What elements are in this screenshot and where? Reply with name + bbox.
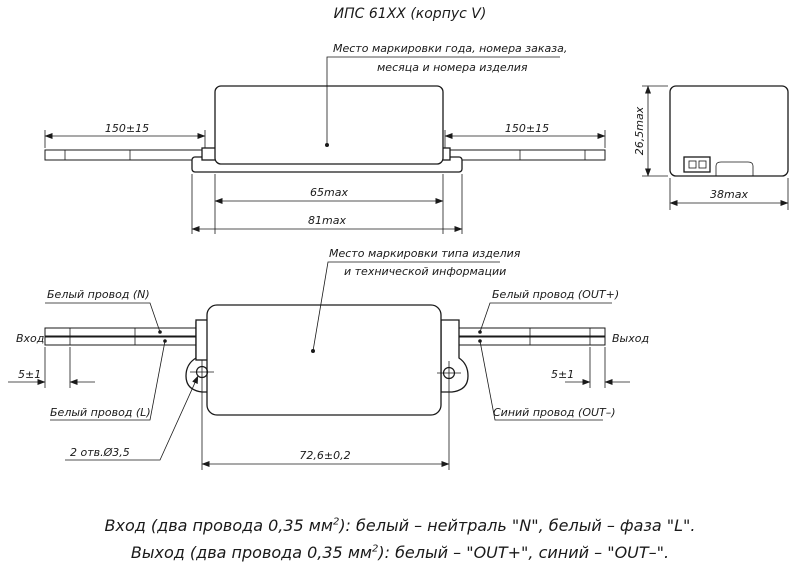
wire-out-plus-leader: [479, 302, 612, 333]
side-housing: [669, 85, 789, 177]
top-marking-note-1: Место маркировки года, номера заказа,: [333, 42, 567, 55]
input-note-a: Вход (два провода 0,35 мм: [104, 516, 333, 535]
output-note-b: ): белый – "OUT+", синий – "OUT–".: [378, 543, 670, 562]
right-mounting-ear: [440, 319, 469, 393]
holes-label: 2 отв.Ø3,5: [70, 446, 130, 459]
top-right-wire: [444, 149, 606, 161]
top-left-wire: [44, 149, 206, 161]
wire-out-minus: [444, 336, 606, 346]
dim-depth: 38max: [710, 188, 748, 201]
dim-hole-spacing: 72,6±0,2: [299, 449, 350, 462]
input-note-sup: 2: [332, 516, 340, 528]
bottom-marking-leader: [312, 261, 500, 352]
output-note-a: Выход (два провода 0,35 мм: [130, 543, 372, 562]
wire-l-leader: [50, 340, 166, 421]
wire-out-plus-label: Белый провод (OUT+): [492, 288, 619, 301]
wire-n-label: Белый провод (N): [47, 288, 150, 301]
input-note-b: ): белый – нейтраль "N", белый – фаза "L…: [339, 516, 696, 535]
top-marking-note-2: месяца и номера изделия: [377, 61, 528, 74]
dim-strip-right: 5±1: [551, 368, 574, 381]
input-note: Вход (два провода 0,35 мм2): белый – ней…: [0, 516, 800, 535]
wire-out-plus: [444, 327, 606, 337]
dim-strip-left: 5±1: [18, 368, 41, 381]
bottom-view: Место маркировки типа изделия и техничес…: [8, 247, 649, 470]
drawing-title: ИПС 61ХХ (корпус V): [334, 6, 487, 22]
side-view: 26,5max 38max: [633, 85, 789, 210]
wire-l-label: Белый провод (L): [50, 406, 151, 419]
bottom-marking-note-1: Место маркировки типа изделия: [329, 247, 521, 260]
output-label: Выход: [612, 332, 649, 345]
side-connector-pin-1: [688, 160, 697, 169]
dim-height: 26,5max: [633, 106, 646, 155]
top-view: Место маркировки года, номера заказа, ме…: [44, 42, 606, 234]
dim-left-wire: 150±15: [105, 122, 149, 135]
output-note-sup: 2: [371, 543, 379, 555]
wire-out-minus-label: Синий провод (OUT–): [493, 406, 616, 419]
wire-out-minus-leader: [479, 340, 603, 421]
input-label: Вход: [16, 332, 44, 345]
wire-n-leader: [45, 302, 161, 333]
side-connector-pin-2: [698, 160, 707, 169]
output-note: Выход (два провода 0,35 мм2): белый – "O…: [0, 543, 800, 562]
top-marking-leader: [326, 56, 560, 145]
holes-leader: [65, 375, 199, 461]
bottom-housing: [206, 304, 442, 416]
bottom-marking-note-2: и технической информации: [344, 265, 506, 278]
top-housing: [214, 85, 444, 165]
side-latch: [715, 161, 754, 176]
dim-body-width: 65max: [310, 186, 348, 199]
dim-right-wire: 150±15: [505, 122, 549, 135]
dim-total-width: 81max: [308, 214, 346, 227]
